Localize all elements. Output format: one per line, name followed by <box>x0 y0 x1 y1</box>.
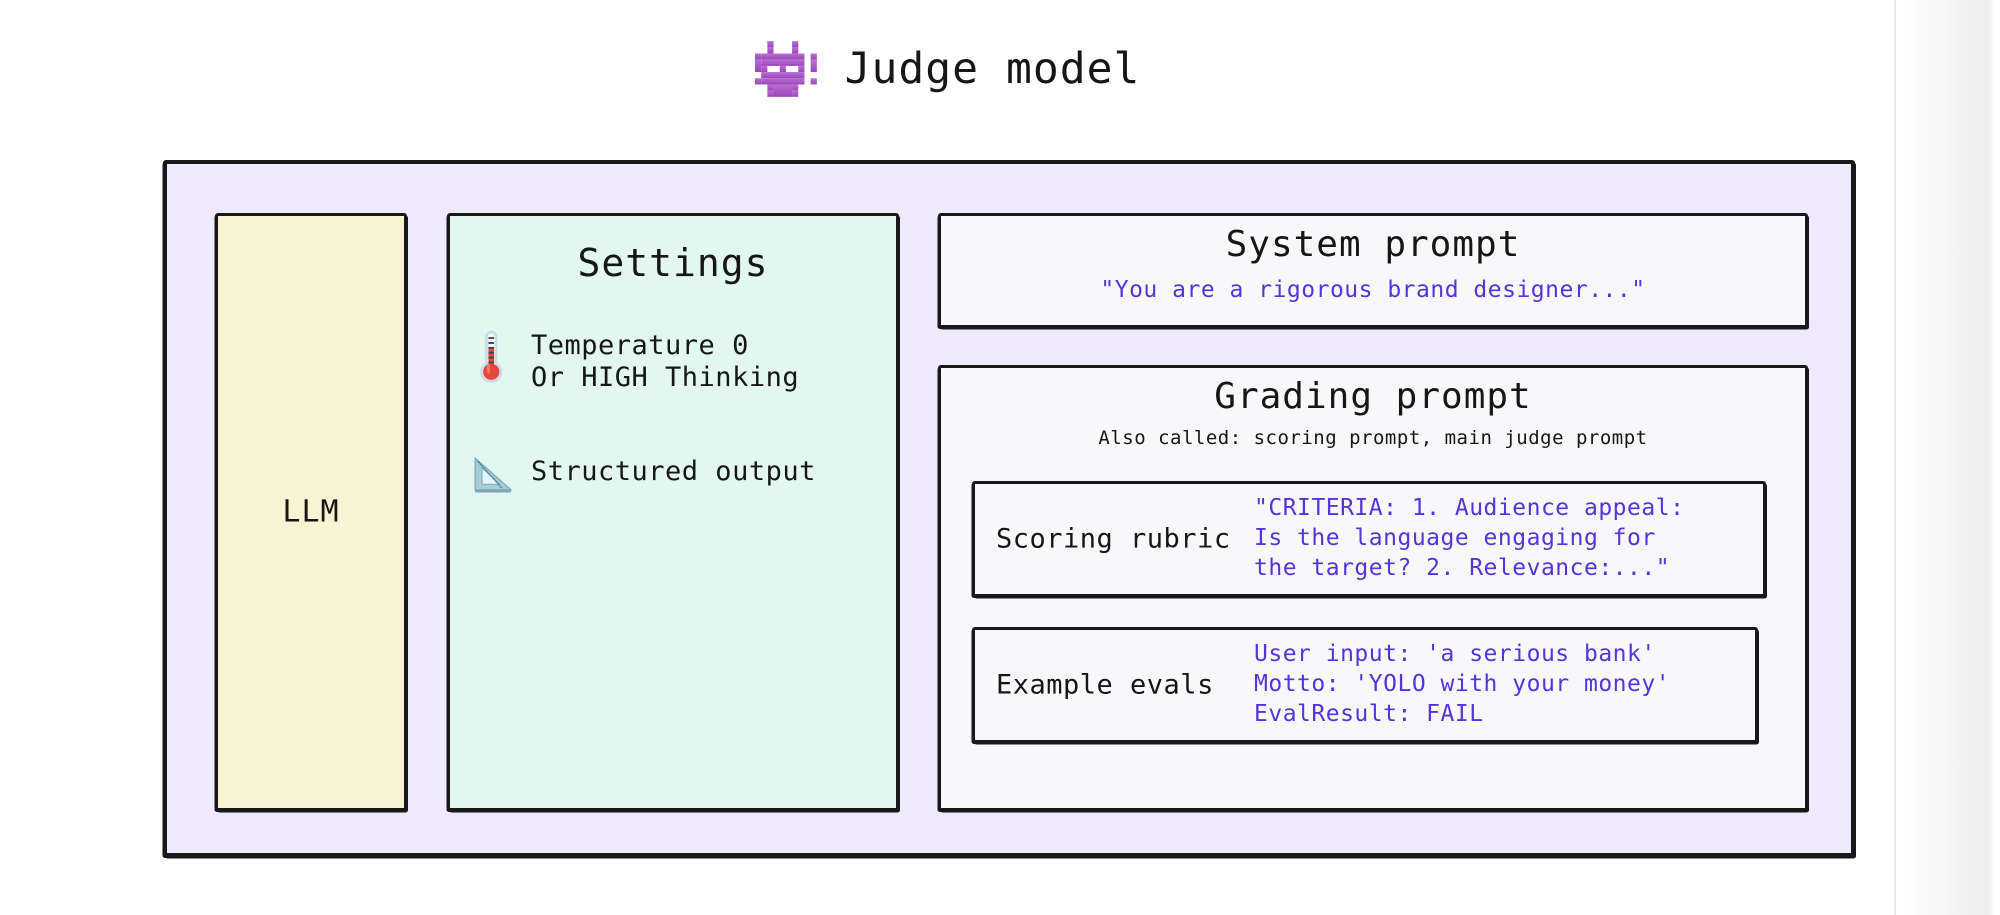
scoring-rubric-value: "CRITERIA: 1. Audience appeal: Is the la… <box>1254 495 1685 581</box>
scoring-rubric-card-inner: Scoring rubric "CRITERIA: 1. Audience ap… <box>972 481 1766 597</box>
example-evals-label: Example evals <box>996 669 1214 701</box>
setting-row-temperature[interactable]: Temperature 0 Or HIGH Thinking <box>471 328 799 395</box>
example-evals-card-inner: Example evals User input: 'a serious ban… <box>972 627 1758 743</box>
diagram-header: Judge model <box>0 40 1895 98</box>
system-prompt-text: "You are a rigorous brand designer..." <box>1100 277 1646 303</box>
alien-monster-icon <box>754 41 817 97</box>
example-evals-value: User input: 'a serious bank' Motto: 'YOL… <box>1254 641 1671 727</box>
system-prompt-box-frame <box>938 213 1808 328</box>
llm-box-inner: LLM <box>215 213 407 811</box>
setting-label-temperature: Temperature 0 Or HIGH Thinking <box>531 330 800 394</box>
page-edge-shadow <box>1895 0 2000 915</box>
thermometer-icon <box>480 330 503 383</box>
page-edge-divider <box>1894 0 1896 915</box>
scoring-rubric-card-frame <box>972 481 1766 597</box>
scoring-rubric-label: Scoring rubric <box>996 523 1231 555</box>
llm-box[interactable]: LLM <box>215 213 407 811</box>
page-title: Judge model <box>844 44 1141 94</box>
example-evals-card-frame <box>972 627 1758 743</box>
system-prompt-title: System prompt <box>1225 224 1521 265</box>
grading-prompt-box-inner: Grading prompt Also called: scoring prom… <box>938 365 1808 811</box>
settings-box[interactable]: Settings Temperature 0 Or H <box>447 213 899 811</box>
llm-box-frame <box>215 213 407 811</box>
llm-label: LLM <box>282 494 340 530</box>
system-prompt-box-inner: System prompt "You are a rigorous brand … <box>938 213 1808 328</box>
system-prompt-box[interactable]: System prompt "You are a rigorous brand … <box>938 213 1808 328</box>
setting-row-structured-output[interactable]: Structured output <box>471 448 816 504</box>
grading-prompt-title: Grading prompt <box>1214 376 1532 417</box>
grading-prompt-subtitle: Also called: scoring prompt, main judge … <box>1098 427 1648 449</box>
scoring-rubric-card[interactable]: Scoring rubric "CRITERIA: 1. Audience ap… <box>972 481 1766 597</box>
settings-box-frame <box>447 213 899 811</box>
grading-prompt-box[interactable]: Grading prompt Also called: scoring prom… <box>938 365 1808 811</box>
triangular-ruler-icon <box>474 456 513 493</box>
settings-title: Settings <box>577 241 769 285</box>
example-evals-card[interactable]: Example evals User input: 'a serious ban… <box>972 627 1758 743</box>
setting-label-structured-output: Structured output <box>531 456 816 487</box>
settings-box-inner: Settings Temperature 0 Or H <box>447 213 899 811</box>
